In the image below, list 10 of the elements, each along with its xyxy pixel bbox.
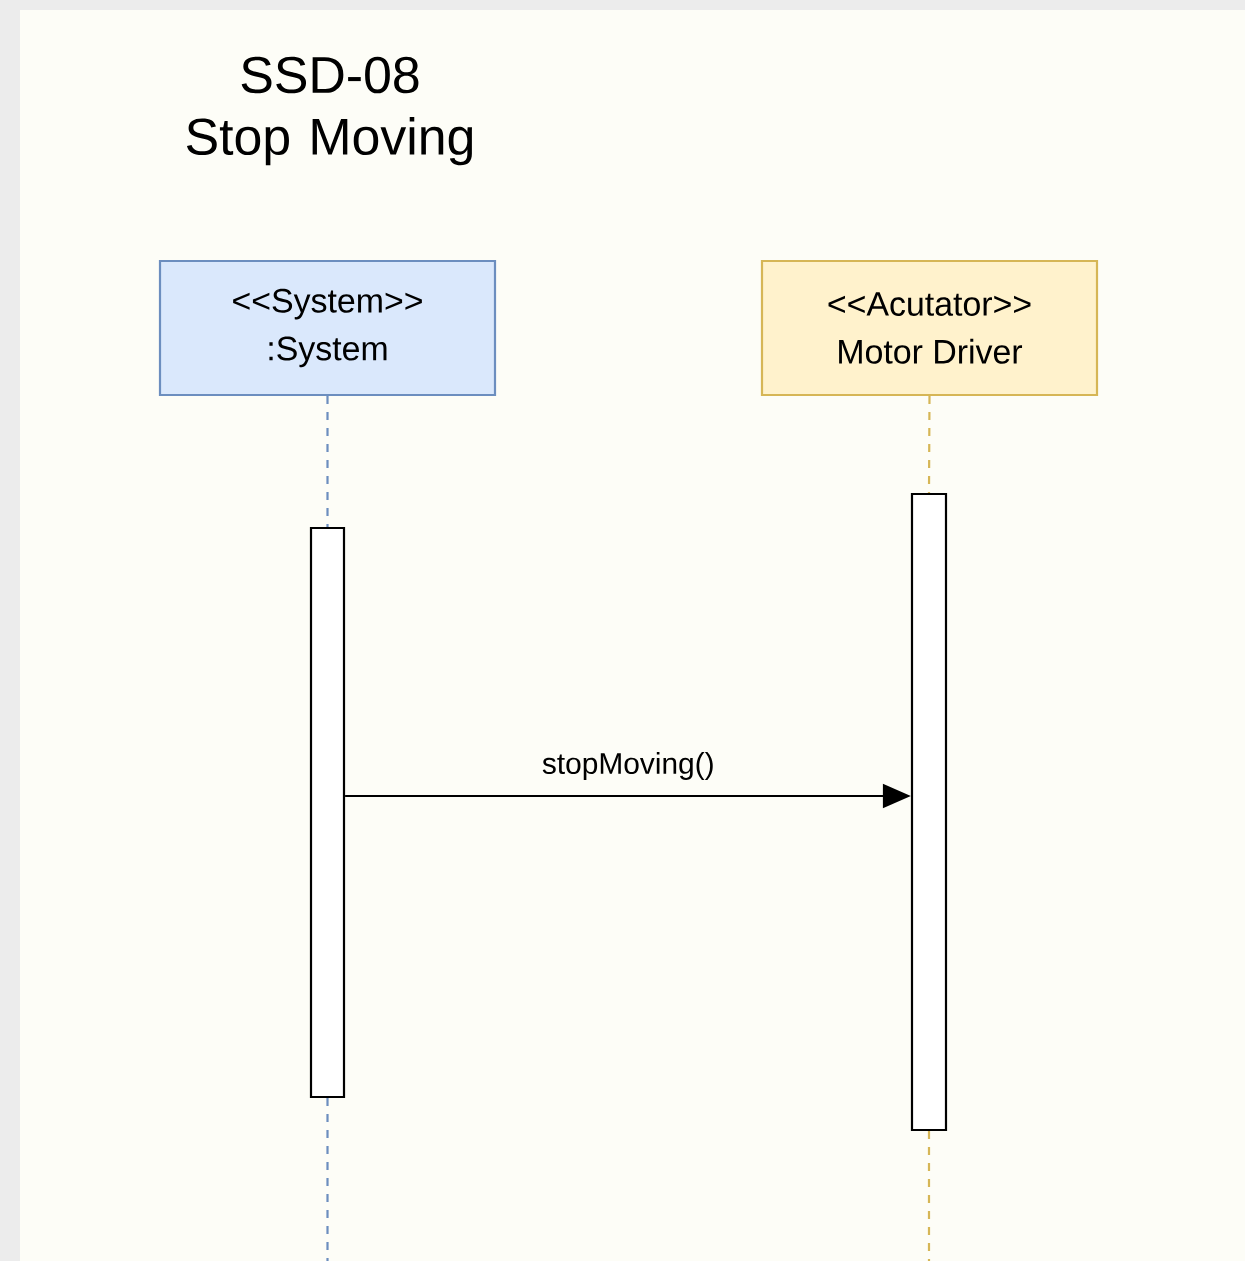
lifeline bbox=[927, 396, 931, 493]
lifeline bbox=[326, 1098, 329, 1261]
lifeline-header-box: <<System>> :System bbox=[158, 259, 497, 397]
lifeline bbox=[326, 396, 329, 527]
lifeline-header-box: <<Acutator>> Motor Driver bbox=[760, 259, 1099, 397]
lifeline bbox=[927, 1131, 931, 1261]
activation-bar bbox=[910, 492, 948, 1132]
title: SSD-08 Stop Moving bbox=[186, 56, 473, 166]
message-label: stopMoving() bbox=[539, 750, 717, 782]
activation-bar bbox=[309, 526, 346, 1099]
